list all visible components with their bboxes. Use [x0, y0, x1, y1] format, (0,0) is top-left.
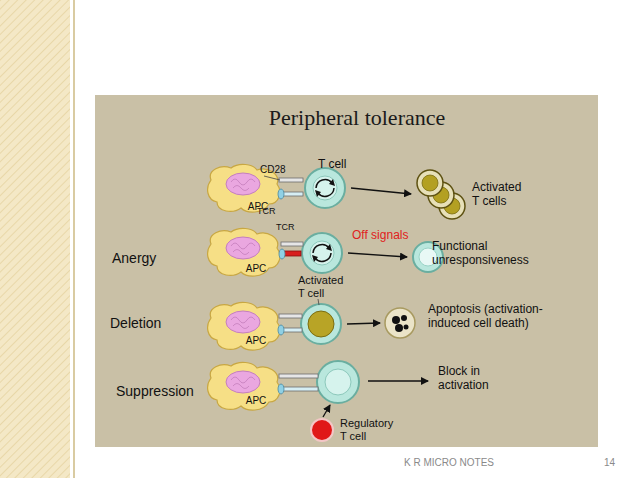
treg-shape: [310, 418, 334, 442]
apc-shape: [203, 298, 283, 350]
tcell-shape: [300, 231, 344, 275]
mechanism-label: Deletion: [110, 315, 190, 332]
margin-rule: [73, 0, 75, 478]
cell-caption: Off signals: [352, 228, 432, 242]
leader-line: [318, 299, 319, 305]
cell-label: APC: [238, 335, 274, 347]
block-arrow: [368, 380, 428, 381]
anergic-t-cell: Functional unresponsiveness: [411, 240, 445, 274]
receptor-pair: [279, 242, 303, 259]
cell-caption: Activated T cell: [298, 274, 350, 300]
footer-note: K R MICRO NOTES: [404, 457, 524, 469]
mechanism-label: Suppression: [116, 383, 206, 400]
cell-caption: Regulatory T cell: [340, 417, 398, 443]
cell-label: APC: [238, 395, 274, 407]
receptor-pair: [264, 176, 303, 199]
activated-t-cells: Activated T cells: [415, 168, 467, 220]
outcome-label: Block in activation: [438, 364, 518, 393]
receptor-pair: [278, 314, 302, 335]
t-cell: Off signals: [300, 231, 344, 275]
receptor-pair: [278, 374, 318, 394]
apc-cell: APC: [203, 358, 283, 410]
flow-arrow: [351, 188, 411, 194]
cell-caption: Apoptosis (activation-induced cell death…: [428, 302, 544, 331]
receptor-label: TCR: [276, 222, 306, 233]
cell-caption: Functional unresponsiveness: [432, 239, 544, 268]
t-cell: T cell: [303, 166, 347, 210]
cluster-shape: [415, 168, 467, 220]
mechanism-label: Anergy: [112, 250, 192, 267]
cell-caption: T cell: [318, 157, 368, 171]
apc-cell: APC: [203, 224, 283, 280]
receptor-label: CD28: [260, 164, 300, 176]
suppression-arrow: [323, 405, 330, 417]
figure-panel: [95, 95, 598, 447]
t-cell: [317, 361, 359, 403]
page-number: 14: [604, 457, 634, 469]
tcell-shape: [303, 166, 347, 210]
apc-shape: [203, 358, 283, 410]
tcellActive-shape: [299, 302, 343, 346]
apoptotic-cell: Apoptosis (activation-induced cell death…: [384, 307, 416, 339]
margin-strip: [0, 0, 70, 478]
apc-shape: [203, 224, 283, 280]
cell-label: APC: [238, 263, 274, 275]
activated-t-cell: Activated T cell: [299, 302, 343, 346]
regulatory-t-cell: Regulatory T cell: [310, 418, 334, 442]
figure-title: Peripheral tolerance: [200, 105, 514, 131]
receptor-label: TCR: [257, 206, 287, 217]
flow-arrow: [347, 323, 380, 324]
flow-arrow: [348, 253, 407, 257]
apc-cell: APC: [203, 298, 283, 350]
cell-caption: Activated T cells: [472, 180, 530, 209]
apoptotic-shape: [384, 307, 416, 339]
